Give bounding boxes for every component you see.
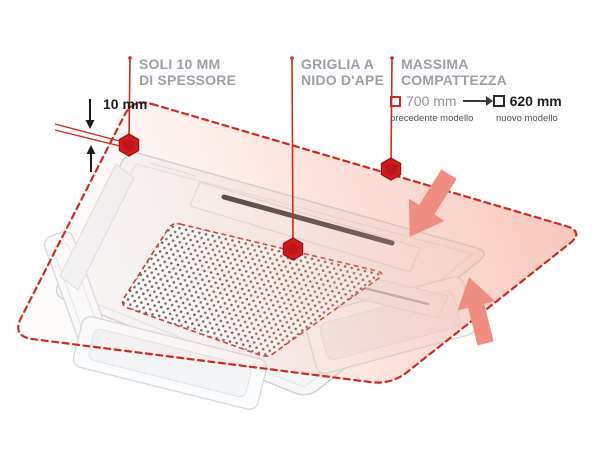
hex-marker-icon: [118, 133, 140, 157]
callout-lines: [128, 56, 394, 245]
thickness-value: 10 mm: [103, 96, 148, 112]
new-model-size: 620 mm: [509, 93, 562, 109]
dashed-square-icon: [390, 95, 401, 107]
square-outline-icon: [492, 95, 505, 107]
compactness-label: MASSIMA COMPATTEZZA: [401, 56, 507, 88]
measure-arrow-down-icon: [85, 99, 95, 129]
thickness-label: SOLI 10 MM DI SPESSORE: [139, 56, 237, 88]
grille-label: GRIGLIA A NIDO D'APE: [301, 56, 385, 88]
arrow-right-icon: [462, 96, 493, 106]
hex-marker-icon: [282, 237, 304, 261]
thickness-measure: [54, 99, 129, 172]
hex-marker-icon: [380, 157, 402, 181]
new-model-caption: nuovo modello: [496, 113, 558, 124]
measure-arrow-up-icon: [86, 145, 96, 172]
old-model-size: 700 mm: [406, 93, 457, 109]
size-comparison-legend: 700 mm 620 mm: [390, 93, 562, 109]
old-model-caption: precedente modello: [390, 113, 474, 124]
